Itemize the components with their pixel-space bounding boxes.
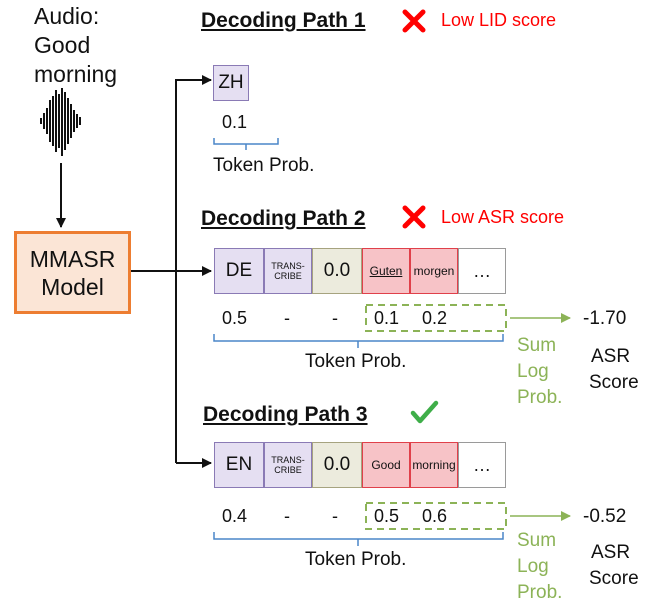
path3-prob-word1: 0.5 xyxy=(374,506,400,526)
path2-prob-timestamp: - xyxy=(332,308,338,328)
path3-title: Decoding Path 3 xyxy=(203,403,368,426)
path3-sum-label: Sum Log Prob. xyxy=(517,528,562,606)
audio-label-line3: morning xyxy=(34,61,118,87)
path1-status: Low LID score xyxy=(441,10,557,30)
path2-sum-dashed-box xyxy=(365,304,507,332)
path3-sum-line1: Sum xyxy=(517,530,557,551)
path3-task-line1: TRANS- xyxy=(271,455,305,465)
path3-sum-dashed-box xyxy=(365,502,507,530)
path2-title: Decoding Path 2 xyxy=(201,207,366,230)
path2-token-prob-label: Token Prob. xyxy=(305,351,407,372)
path1-token-prob-label: Token Prob. xyxy=(213,155,315,176)
path3-prob-word2: 0.6 xyxy=(422,506,448,526)
path3-sum-line3: Prob. xyxy=(517,582,563,603)
path2-prob-bracket xyxy=(213,334,504,348)
path2-sum-line3: Prob. xyxy=(517,387,563,408)
path1-title: Decoding Path 1 xyxy=(201,9,366,32)
model-type: Model xyxy=(41,273,104,300)
path2-status: Low ASR score xyxy=(441,207,565,227)
path2-asr-score-label: ASR Score xyxy=(589,344,639,396)
path2-sum-line1: Sum xyxy=(517,335,557,356)
path2-token-word1: Guten xyxy=(362,248,410,294)
path2-task-line1: TRANS- xyxy=(271,261,305,271)
path2-prob-word1: 0.1 xyxy=(374,308,400,328)
audio-label-line1: Audio: xyxy=(34,3,100,29)
path2-sum-label: Sum Log Prob. xyxy=(517,333,562,411)
path2-token-timestamp: 0.0 xyxy=(312,248,362,294)
path2-token-ellipsis: … xyxy=(458,248,506,294)
path2-prob-word2: 0.2 xyxy=(422,308,448,328)
path2-asr-score-value: -1.70 xyxy=(583,308,627,329)
path1-prob-bracket xyxy=(213,138,279,150)
path3-asr-score-label: ASR Score xyxy=(589,540,639,592)
path3-token-word2: morning xyxy=(410,442,458,488)
path3-prob-task: - xyxy=(284,506,290,526)
path3-prob-timestamp: - xyxy=(332,506,338,526)
path2-task-line2: CRIBE xyxy=(274,271,302,281)
path3-token-ellipsis: … xyxy=(458,442,506,488)
path3-prob-bracket xyxy=(213,532,504,546)
waveform-icon xyxy=(40,88,81,156)
path3-score-label-line2: Score xyxy=(589,568,639,589)
path2-token-lid: DE xyxy=(214,248,264,294)
path3-prob-lid: 0.4 xyxy=(222,506,248,526)
mmasr-model-box: MMASR Model xyxy=(14,231,131,314)
path2-token-task: TRANS-CRIBE xyxy=(264,248,312,294)
path3-token-task: TRANS-CRIBE xyxy=(264,442,312,488)
audio-label: Audio: Good morning xyxy=(34,2,117,89)
path2-prob-task: - xyxy=(284,308,290,328)
path3-token-timestamp: 0.0 xyxy=(312,442,362,488)
audio-label-line2: Good xyxy=(34,32,91,58)
path3-asr-score-value: -0.52 xyxy=(583,506,627,527)
path1-cross-icon xyxy=(402,9,426,33)
path2-cross-icon xyxy=(402,205,426,229)
path2-sum-line2: Log xyxy=(517,361,549,382)
path3-token-word1: Good xyxy=(362,442,410,488)
path2-token-word2: morgen xyxy=(410,248,458,294)
path2-prob-lid: 0.5 xyxy=(222,308,248,328)
path3-token-lid: EN xyxy=(214,442,264,488)
path1-token-lid: ZH xyxy=(213,65,249,101)
path2-word1-text: Guten xyxy=(369,264,403,278)
path2-score-label-line1: ASR xyxy=(591,346,631,367)
path3-sum-line2: Log xyxy=(517,556,549,577)
model-name: MMASR xyxy=(29,245,116,272)
path3-check-icon xyxy=(410,400,439,424)
path3-task-line2: CRIBE xyxy=(274,465,302,475)
path3-token-prob-label: Token Prob. xyxy=(305,549,407,570)
path1-prob-lid: 0.1 xyxy=(222,112,248,132)
path3-score-label-line1: ASR xyxy=(591,542,631,563)
path2-score-label-line2: Score xyxy=(589,372,639,393)
